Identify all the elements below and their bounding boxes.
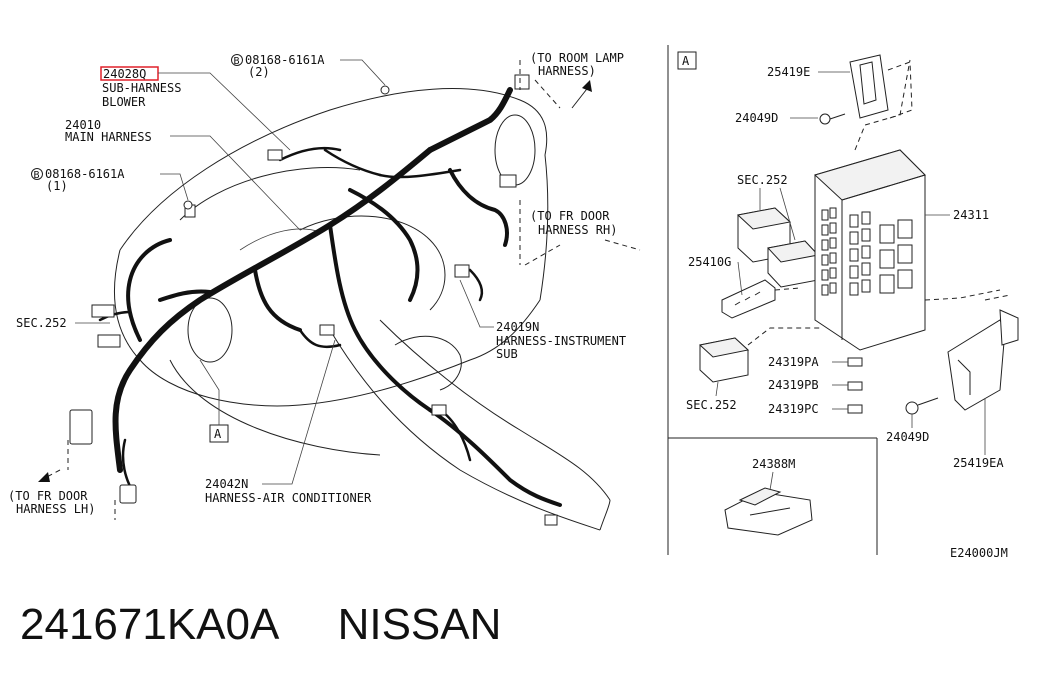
section-a-text: A	[682, 54, 690, 68]
relay-holder: 25410G	[688, 255, 801, 319]
main-harness-name: MAIN HARNESS	[65, 130, 152, 144]
sub-harness-part-number: 24028Q	[103, 67, 146, 81]
room-lamp-label: (TO ROOM LAMP HARNESS)	[519, 51, 624, 109]
brand-name: NISSAN	[337, 600, 502, 649]
sub-harness-label: 24028Q SUB-HARNESS BLOWER	[100, 66, 291, 151]
bolt-left-qty: (1)	[46, 179, 68, 193]
callout-a-left-text: A	[214, 427, 222, 441]
sec252-left-label: SEC.252	[16, 316, 110, 330]
aircon-label: 24042N HARNESS-AIR CONDITIONER	[205, 339, 372, 505]
clip-top: 24049D	[735, 111, 846, 125]
bracket-small-label: 24388M	[752, 457, 795, 471]
fr-door-rh-line2: HARNESS RH)	[538, 223, 617, 237]
instrument-name-line1: HARNESS-INSTRUMENT	[496, 334, 626, 348]
single-relay: SEC.252	[686, 327, 820, 412]
highlight-box	[100, 66, 159, 81]
fr-door-lh-line2: HARNESS LH)	[16, 502, 95, 516]
bracket-bottom-label: 25419EA	[953, 456, 1004, 470]
bolt-top-part-number: 08168-6161A	[245, 53, 325, 67]
harness-connectors	[69, 74, 558, 526]
callout-a-left: A	[199, 359, 229, 443]
instrument-sub-label: 24019N HARNESS-INSTRUMENT SUB	[459, 279, 626, 361]
bolt-top-label: B 08168-6161A (2)	[231, 53, 386, 86]
main-harness-label: 24010 MAIN HARNESS	[65, 118, 301, 231]
fr-door-lh-label: (TO FR DOOR HARNESS LH)	[8, 440, 116, 520]
bracket-top: 25419E	[767, 54, 913, 119]
fr-door-lh-line1: (TO FR DOOR	[8, 489, 88, 503]
panel-dividers	[667, 45, 878, 555]
bolt-left-label: B 08168-6161A (1)	[31, 167, 189, 201]
blade-fuses: 24319PA 24319PB 24319PC	[768, 355, 863, 416]
clip-bottom: 24049D	[886, 397, 939, 444]
sub-harness-name-line2: BLOWER	[102, 95, 146, 109]
fuse-pa-label: 24319PA	[768, 355, 819, 369]
section-a-marker: A	[677, 51, 697, 70]
fr-door-rh-label: (TO FR DOOR HARNESS RH)	[519, 200, 641, 266]
relay-holder-label: 25410G	[688, 255, 731, 269]
fuse-block-label: 24311	[953, 208, 989, 222]
aircon-name: HARNESS-AIR CONDITIONER	[205, 491, 372, 505]
bolt-top-qty: (2)	[248, 65, 270, 79]
bracket-small: 24388M	[724, 457, 813, 536]
sub-harness-name-line1: SUB-HARNESS	[102, 81, 181, 95]
fuse-slots	[821, 207, 913, 296]
wiring-harness	[98, 87, 562, 507]
relay-pair: SEC.252	[736, 173, 819, 288]
single-relay-label: SEC.252	[686, 398, 737, 412]
fuse-pb-label: 24319PB	[768, 378, 819, 392]
part-caption: 241671KA0A NISSAN	[20, 600, 501, 650]
part-number: 241671KA0A	[20, 600, 280, 649]
dashboard-outline	[114, 88, 611, 531]
relay-pair-label: SEC.252	[737, 173, 788, 187]
bolt-left-marker: B	[34, 170, 40, 181]
fuse-pc-label: 24319PC	[768, 402, 819, 416]
parts-diagram: 24028Q SUB-HARNESS BLOWER 24010 MAIN HAR…	[8, 45, 1019, 560]
fuse-block: 24311	[814, 59, 1001, 351]
fr-door-rh-line1: (TO FR DOOR	[530, 209, 610, 223]
sec252-left-text: SEC.252	[16, 316, 67, 330]
diagram-code: E24000JM	[950, 546, 1008, 560]
clip-top-label: 24049D	[735, 111, 778, 125]
instrument-part-number: 24019N	[496, 320, 539, 334]
room-lamp-line2: HARNESS)	[538, 64, 596, 78]
bracket-top-label: 25419E	[767, 65, 810, 79]
clip-bottom-label: 24049D	[886, 430, 929, 444]
main-harness-part-number: 24010	[65, 118, 101, 132]
bolt-top-marker: B	[234, 56, 240, 67]
aircon-part-number: 24042N	[205, 477, 248, 491]
instrument-name-line2: SUB	[496, 347, 518, 361]
bracket-bottom: 25419EA	[947, 294, 1019, 470]
room-lamp-line1: (TO ROOM LAMP	[530, 51, 624, 65]
bolt-left-part-number: 08168-6161A	[45, 167, 125, 181]
